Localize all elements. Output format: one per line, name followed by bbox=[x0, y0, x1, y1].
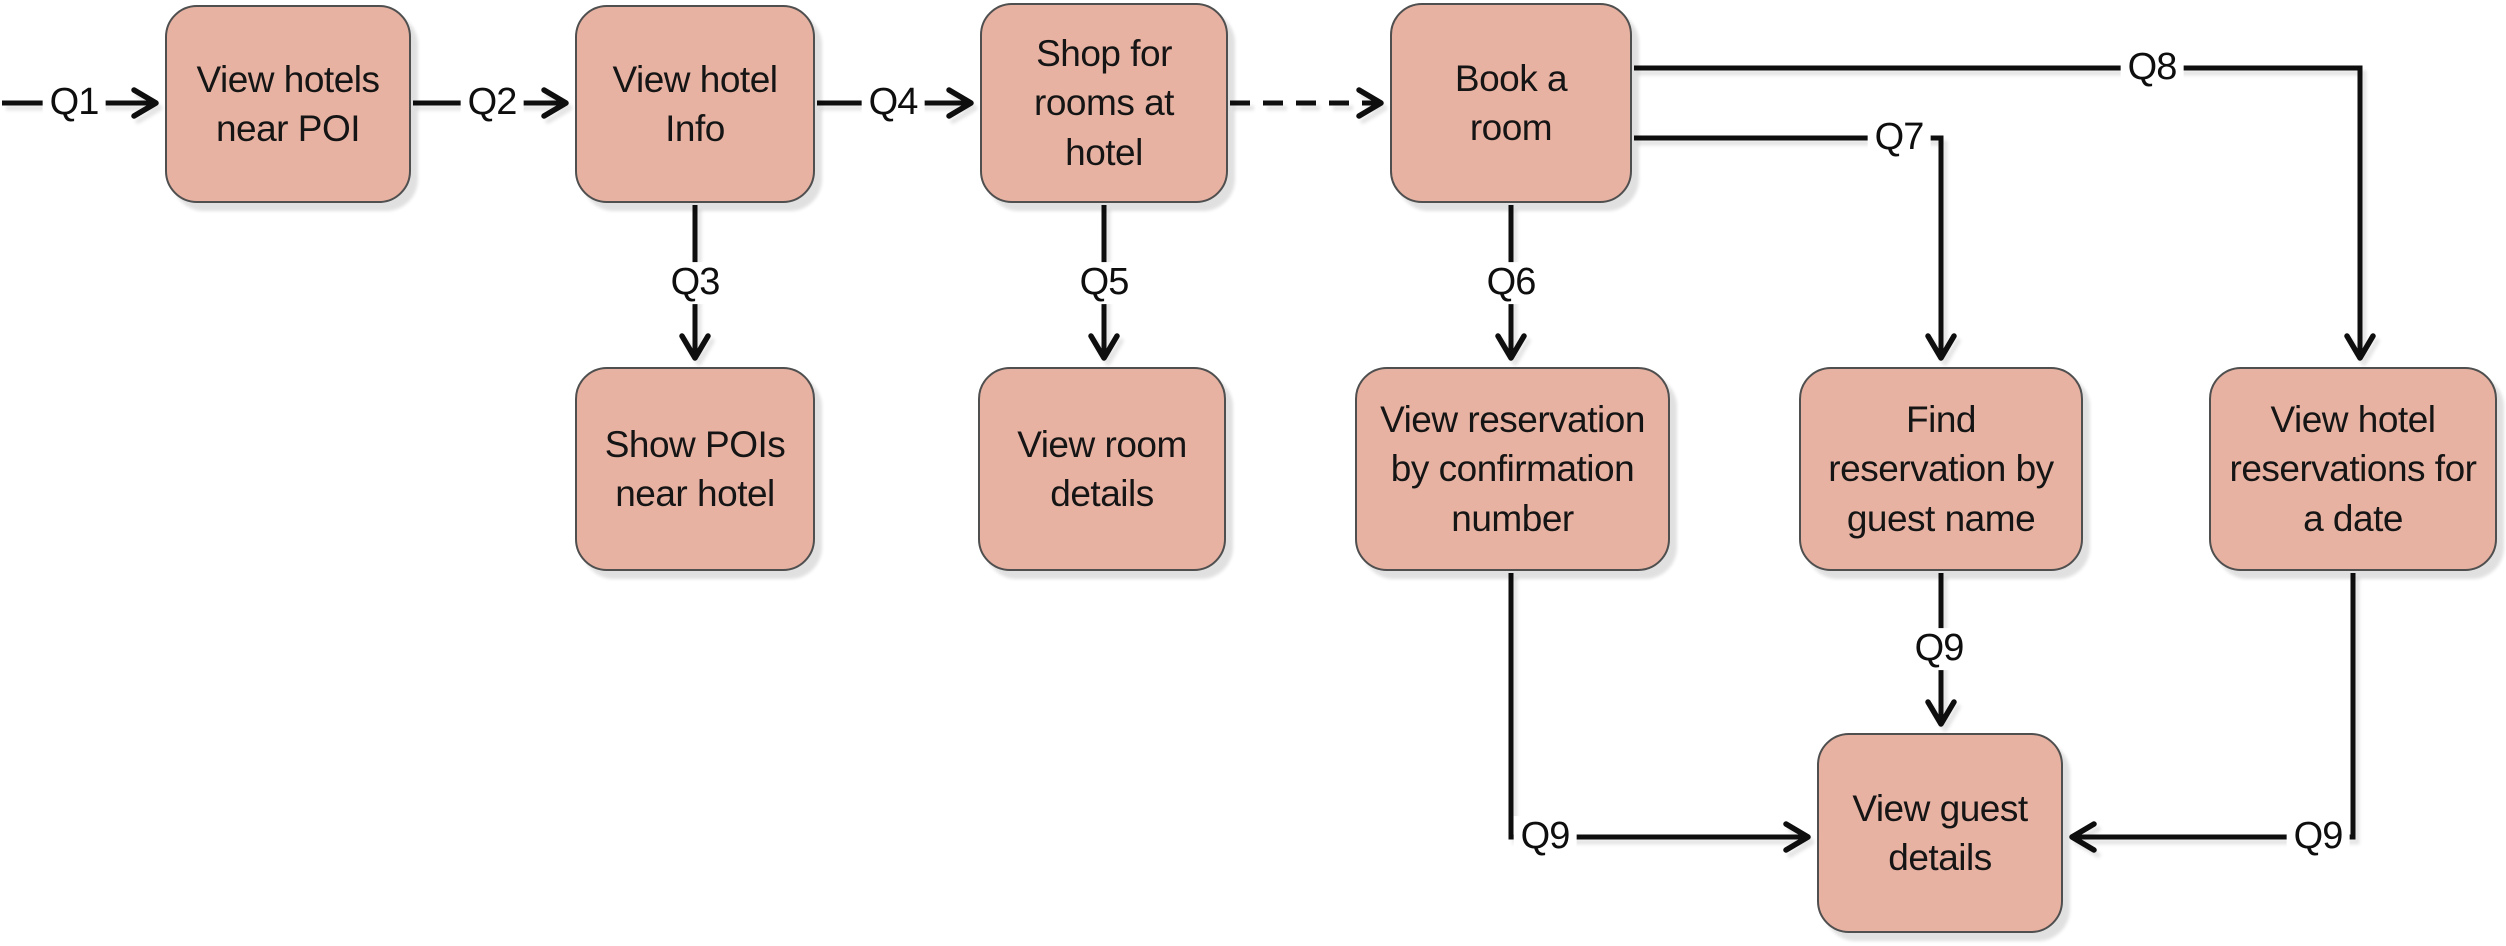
edge-label-q9-confirmation: Q9 bbox=[1513, 815, 1577, 858]
node-label: Find reservation by guest name bbox=[1828, 399, 2054, 539]
node-view-hotels-near-poi: View hotels near POI bbox=[165, 5, 411, 203]
edge-q9-date-arrow bbox=[2069, 573, 2356, 853]
edge-label-q2: Q2 bbox=[460, 81, 524, 124]
node-shop-for-rooms-at-hotel: Shop for rooms at hotel bbox=[980, 3, 1228, 203]
edge-label-q7: Q7 bbox=[1867, 116, 1931, 159]
node-label: Book a room bbox=[1454, 57, 1568, 148]
node-view-reservation-by-confirmation-number: View reservation by confirmation number bbox=[1355, 367, 1670, 571]
edge-q8-arrow bbox=[1634, 65, 2376, 361]
node-show-pois-near-hotel: Show POIs near hotel bbox=[575, 367, 815, 571]
edge-label-q6: Q6 bbox=[1479, 261, 1543, 304]
edge-label-q5: Q5 bbox=[1072, 261, 1136, 304]
node-label: Shop for rooms at hotel bbox=[1034, 33, 1174, 173]
edge-q7-arrow bbox=[1634, 135, 1957, 361]
edge-label-q9-date: Q9 bbox=[2286, 815, 2350, 858]
edge-label-q4: Q4 bbox=[861, 81, 925, 124]
edge-label-q3: Q3 bbox=[663, 261, 727, 304]
node-view-guest-details: View guest details bbox=[1817, 733, 2063, 933]
node-view-room-details: View room details bbox=[978, 367, 1226, 571]
edge-label-q8: Q8 bbox=[2120, 46, 2184, 89]
edge-q9-confirmation-arrow bbox=[1508, 573, 1811, 853]
node-label: View room details bbox=[1017, 423, 1187, 514]
node-label: View hotel Info bbox=[612, 58, 778, 149]
node-label: Show POIs near hotel bbox=[604, 423, 786, 514]
node-view-hotel-info: View hotel Info bbox=[575, 5, 815, 203]
edge-label-q1: Q1 bbox=[42, 81, 106, 124]
node-view-hotel-reservations-for-a-date: View hotel reservations for a date bbox=[2209, 367, 2497, 571]
node-label: View hotels near POI bbox=[196, 58, 380, 149]
node-find-reservation-by-guest-name: Find reservation by guest name bbox=[1799, 367, 2083, 571]
node-label: View reservation by confirmation number bbox=[1380, 399, 1645, 539]
node-label: View hotel reservations for a date bbox=[2229, 399, 2478, 539]
node-label: View guest details bbox=[1852, 787, 2028, 878]
edge-label-q9-guest-name: Q9 bbox=[1907, 627, 1971, 670]
node-book-a-room: Book a room bbox=[1390, 3, 1632, 203]
